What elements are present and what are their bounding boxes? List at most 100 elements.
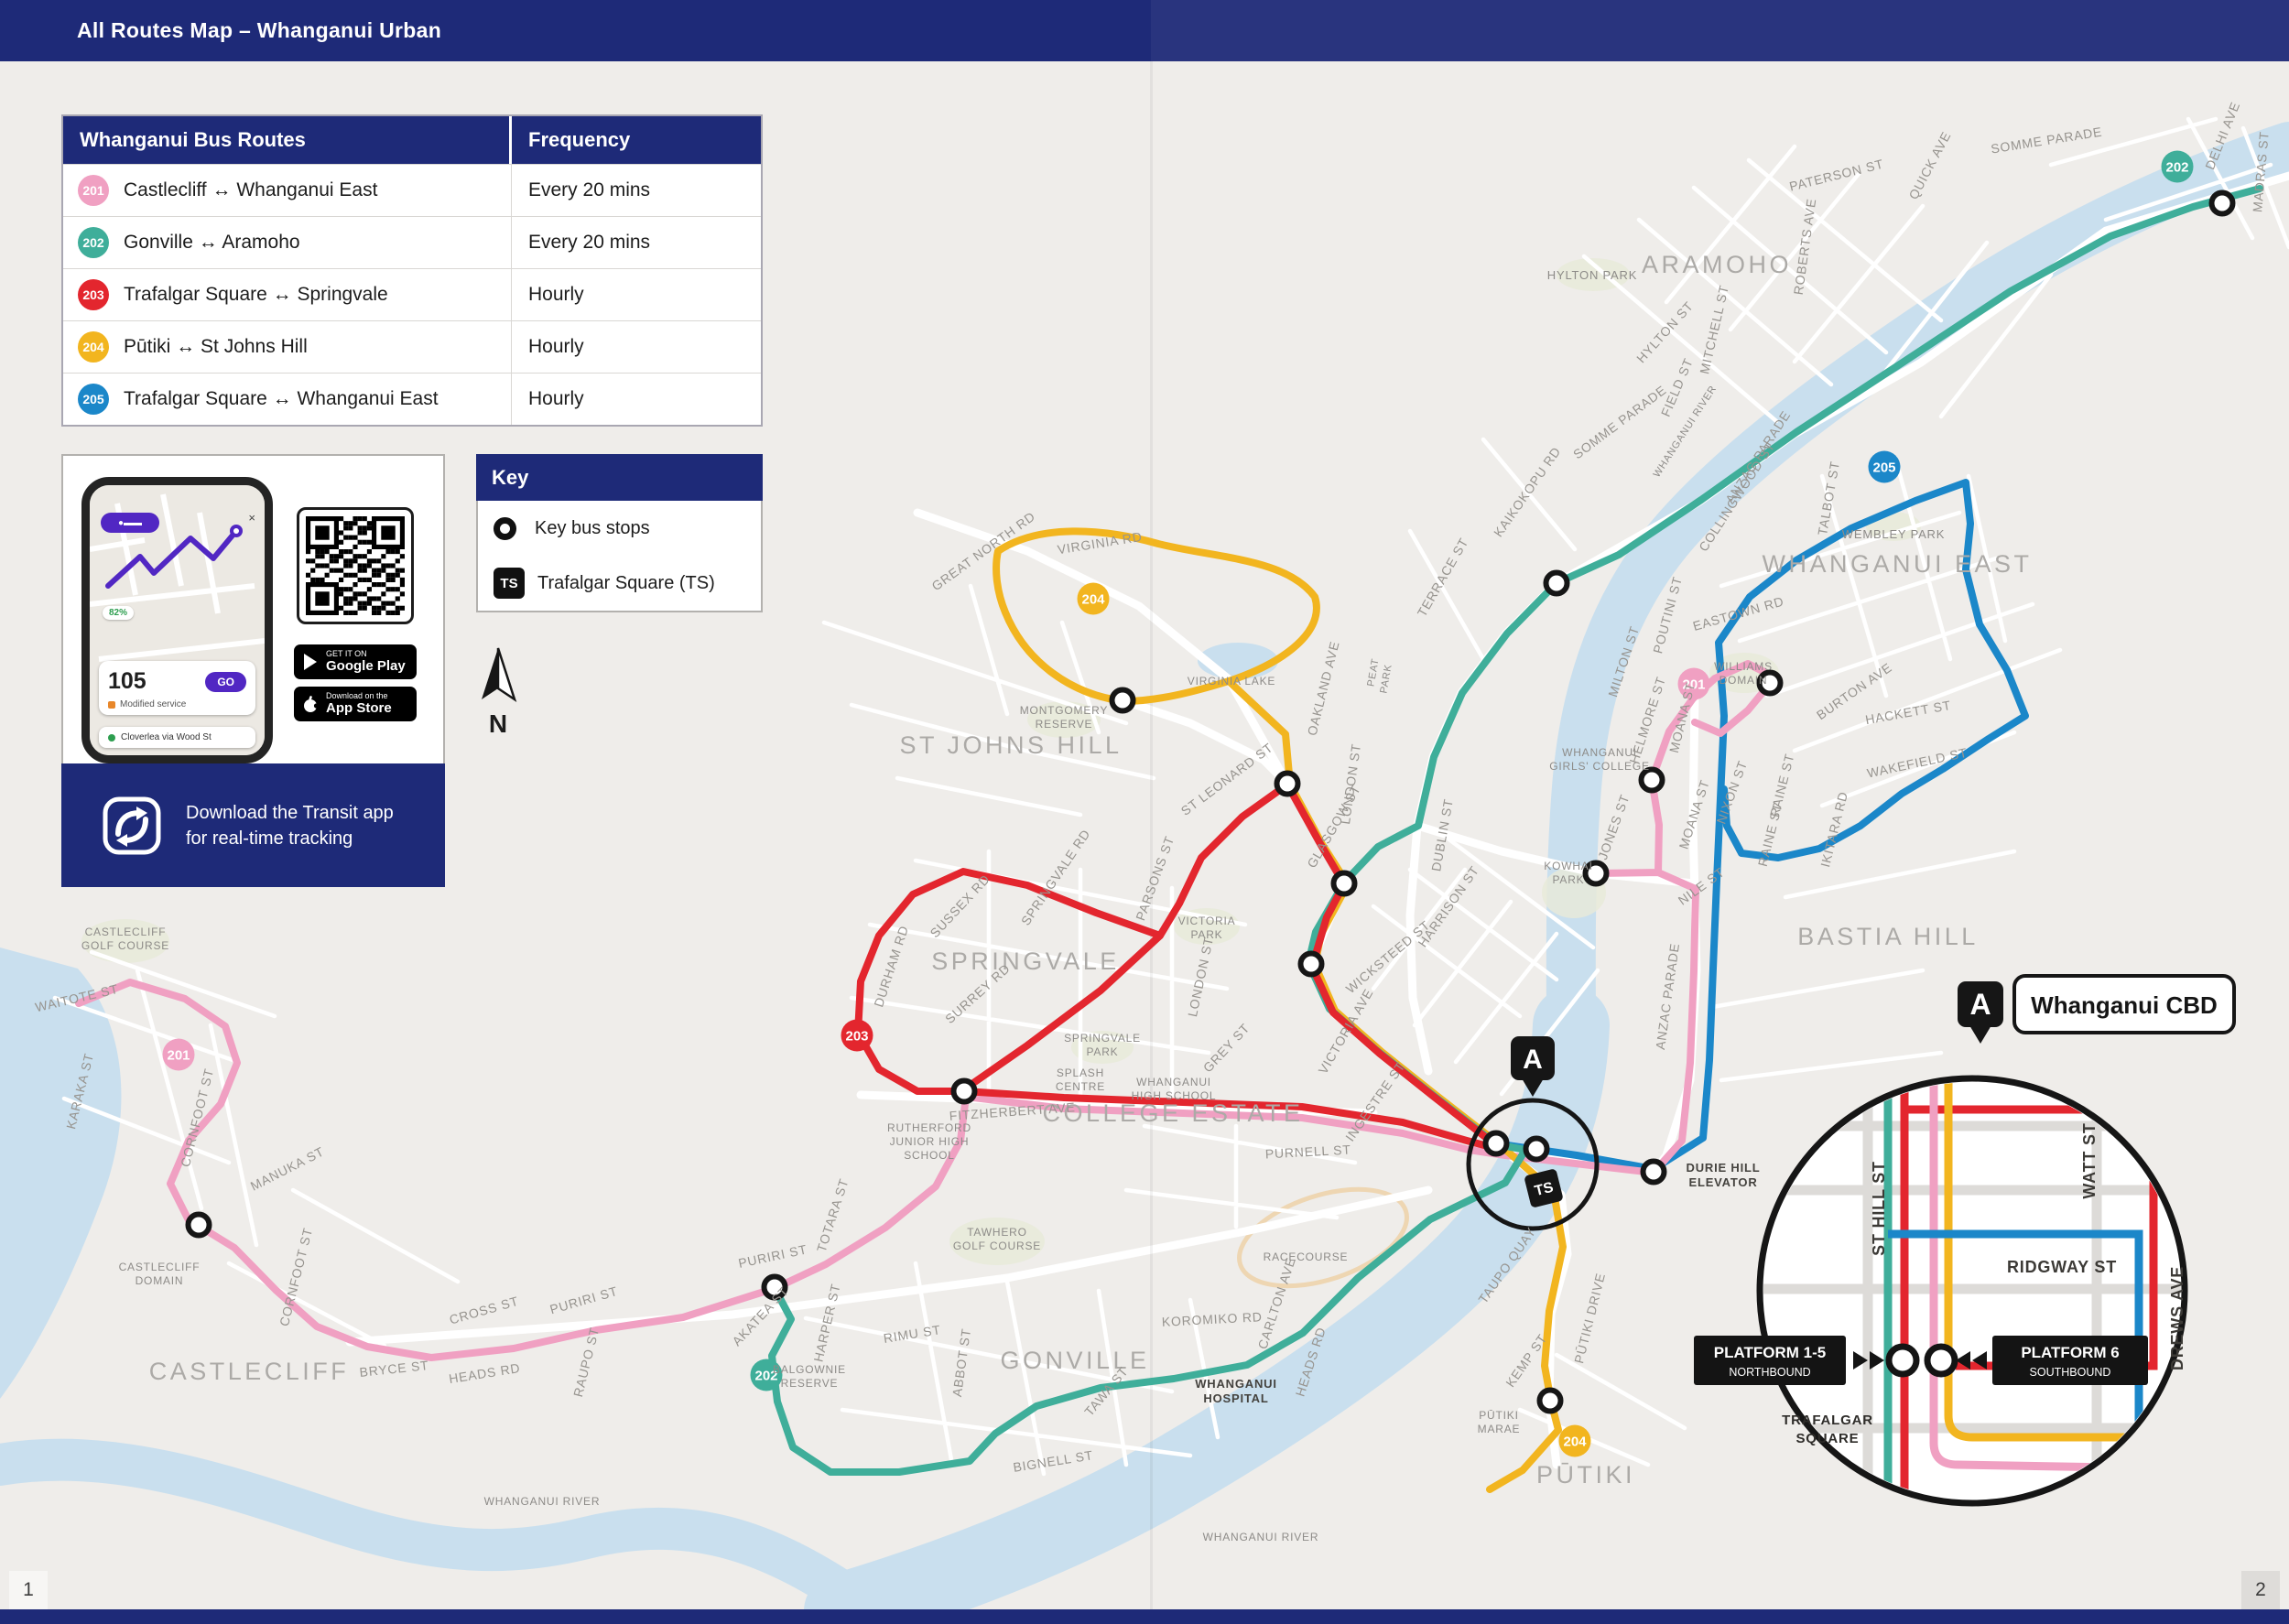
svg-text:205: 205 [1872,460,1895,476]
marker-letter: A [1523,1045,1543,1075]
route-203-inner [960,932,1164,1093]
transit-download-text: Download the Transit app for real-time t… [186,800,394,851]
inset-route-204 [1944,1082,2138,1499]
ts-letter: TS [1533,1180,1555,1200]
route-201-badge: 201 [78,175,109,206]
bus-stop-marker [1536,1387,1564,1414]
google-play-badge[interactable]: GET IT ON Google Play [294,644,417,679]
route-frequency: Hourly [528,284,584,305]
footer-bar [0,1609,2289,1624]
bus-stop-marker [185,1211,212,1239]
route-204-loop [993,527,1320,705]
svg-text:202: 202 [2165,160,2188,176]
trafalgar-square-icon: TS [494,568,525,599]
route-203-badge: 203 [78,279,109,310]
chevron-left-icon [1956,1351,1970,1370]
route-name: Pūtiki ↔ St Johns Hill [124,336,308,357]
alert-icon [108,700,115,709]
platform-right-line1: PLATFORM 6 [2021,1344,2119,1361]
bus-stop-marker [1274,770,1301,797]
key-item-stops: Key bus stops [478,501,761,556]
cbd-marker-main: A [1511,1036,1555,1097]
google-play-line1: GET IT ON [326,649,367,659]
map-label: PŪTIKI [1479,1409,1518,1422]
map-label: SQUARE [1796,1431,1860,1446]
bus-stop-marker [761,1273,788,1301]
route-number-badge: 205 [1868,450,1901,483]
page-title: All Routes Map – Whanganui Urban [77,18,442,42]
map-label: WEMBLEY PARK [1842,527,1945,541]
route-number-badge: 204 [1558,1424,1591,1457]
app-store-badge[interactable]: Download on the App Store [294,687,417,721]
qr-pattern [306,516,405,615]
river-upper [1546,122,2289,1059]
route-205-badge: 205 [78,384,109,415]
bus-stop-marker [2208,189,2236,217]
route-number-badge: 202 [750,1359,783,1391]
map-label: BALGOWNIE [773,1363,846,1376]
platform-left-box [1694,1336,1846,1385]
route-202-badge: 202 [78,227,109,258]
map-label: SCHOOL [904,1149,954,1162]
transit-app-panel: 10:48 ▴▴ ●▬▬ × 82% 105 GO Modified servi… [61,454,445,887]
route-name: Trafalgar Square ↔ Whanganui East [124,388,439,409]
table-row: 203 Trafalgar Square ↔ Springvale Hourly [63,268,761,320]
chevron-right-icon [1870,1351,1884,1370]
route-number-badge: 201 [1677,667,1710,700]
svg-text:204: 204 [1081,592,1105,608]
go-button: GO [205,671,246,692]
map-label: WHANGANUI [1136,1076,1211,1088]
map-label: KOROMIKO RD [1161,1309,1263,1329]
map-label: DURIE HILL [1687,1161,1761,1175]
map-label: MARAE [1478,1423,1521,1435]
app-store-line1: Download on the [326,691,388,701]
apple-icon [304,696,319,712]
map-label: WHANGANUI EAST [1762,550,2032,578]
map-label: RACECOURSE [1264,1250,1349,1263]
map-label: CASTLECLIFF [119,1261,201,1273]
map-label: PŪTIKI [1536,1461,1635,1489]
map-label: RESERVE [781,1377,839,1390]
route-name: Trafalgar Square ↔ Springvale [124,284,388,305]
map-key-panel: Key Key bus stops TS Trafalgar Square (T… [476,454,763,612]
transit-download-line2: for real-time tracking [186,828,353,849]
map-label: CASTLECLIFF [149,1358,350,1385]
bus-stop-marker [1523,1135,1550,1163]
map-label: GOLF COURSE [81,939,169,952]
svg-text:202: 202 [754,1369,777,1384]
map-label: ST JOHNS HILL [899,731,1122,759]
map-label: GONVILLE [1000,1347,1149,1374]
map-label: ARAMOHO [1642,251,1792,278]
map-label: GIRLS' COLLEGE [1549,760,1650,773]
bus-stop-marker [1638,766,1665,794]
phone-mockup: 10:48 ▴▴ ●▬▬ × 82% 105 GO Modified servi… [81,477,273,763]
platform-right-line2: SOUTHBOUND [2030,1366,2111,1379]
north-arrow-icon [482,647,517,703]
map-label: PARK [1087,1045,1119,1058]
chevron-right-icon [1853,1351,1868,1370]
map-label: WILLIAMS [1714,660,1773,673]
map-label: SPLASH [1057,1066,1104,1079]
inset-marker-box [1958,981,2003,1027]
route-frequency: Every 20 mins [528,179,651,200]
platform-stop-southbound [1924,1343,1958,1378]
inset-ring [1756,1075,2188,1507]
map-label: RESERVE [1036,718,1093,731]
svg-text:201: 201 [167,1048,190,1064]
qr-code [297,507,414,624]
route-name: Gonville ↔ Aramoho [124,232,300,253]
map-label: TRAFALGAR [1782,1413,1873,1428]
stop-dot-icon [108,733,115,742]
map-label: PARK [1191,928,1223,941]
key-item-ts: TS Trafalgar Square (TS) [478,556,761,611]
estuary [0,1438,882,1624]
platform-right-box [1992,1336,2148,1385]
map-label: BASTIA HILL [1797,923,1979,950]
map-label: GOLF COURSE [953,1240,1041,1252]
map-label: WATT ST [2080,1122,2099,1198]
key-title: Key [476,454,763,501]
bus-stop-marker [1109,687,1136,714]
route-number-badge: 202 [2161,150,2194,183]
